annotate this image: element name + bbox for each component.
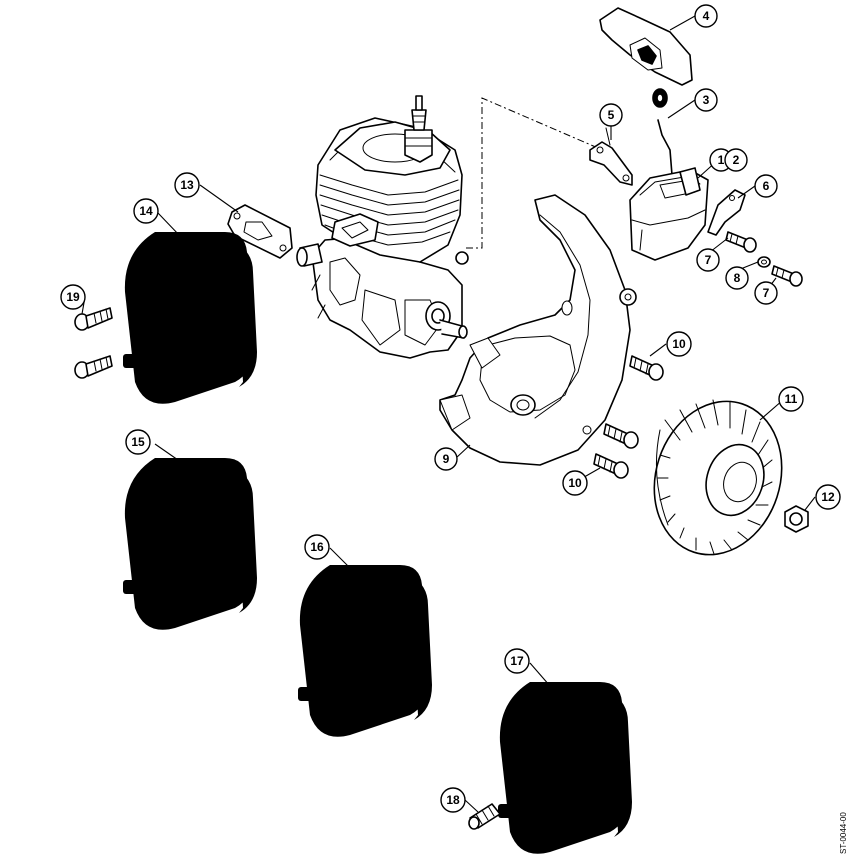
callout-12[interactable]: 12 (815, 484, 841, 510)
callout-19[interactable]: 19 (60, 284, 86, 310)
screw-10c[interactable] (593, 453, 629, 479)
svg-text:14: 14 (139, 204, 153, 218)
callout-10a[interactable]: 10 (666, 331, 692, 357)
svg-text:19: 19 (66, 290, 80, 304)
cover-plate[interactable] (599, 7, 693, 86)
callout-4[interactable]: 4 (694, 4, 718, 28)
screw-7a[interactable] (725, 231, 757, 253)
gasket[interactable] (227, 204, 293, 259)
muffler-16[interactable] (298, 565, 432, 737)
short-circuit-contact[interactable] (707, 189, 746, 236)
svg-text:4: 4 (703, 9, 710, 23)
svg-text:7: 7 (705, 253, 712, 267)
callout-15[interactable]: 15 (125, 429, 151, 455)
svg-text:13: 13 (180, 178, 194, 192)
svg-text:16: 16 (310, 540, 324, 554)
svg-text:10: 10 (672, 337, 686, 351)
svg-text:6: 6 (763, 179, 770, 193)
callout-7a[interactable]: 7 (696, 248, 720, 272)
callout-18[interactable]: 18 (440, 787, 466, 813)
svg-text:3: 3 (703, 93, 710, 107)
svg-text:7: 7 (763, 286, 770, 300)
screw-19b[interactable] (74, 355, 113, 379)
callout-14[interactable]: 14 (133, 198, 159, 224)
callout-6[interactable]: 6 (754, 174, 778, 198)
callout-10b[interactable]: 10 (562, 470, 588, 496)
bracket[interactable] (589, 127, 633, 186)
screw-19a[interactable] (74, 307, 113, 331)
nut[interactable] (784, 505, 809, 533)
callout-17[interactable]: 17 (504, 648, 530, 674)
muffler-14[interactable] (123, 232, 257, 404)
callout-9[interactable]: 9 (434, 447, 458, 471)
svg-text:9: 9 (443, 452, 450, 466)
spring[interactable] (652, 88, 673, 176)
callout-3[interactable]: 3 (694, 88, 718, 112)
callout-2[interactable]: 2 (724, 148, 748, 172)
callout-5[interactable]: 5 (599, 103, 623, 127)
ignition-module[interactable] (629, 167, 709, 261)
callout-16[interactable]: 16 (304, 534, 330, 560)
assembly-line (466, 97, 599, 249)
muffler-15[interactable] (123, 458, 257, 630)
muffler-17[interactable] (498, 682, 632, 854)
svg-text:18: 18 (446, 793, 460, 807)
screw-10a[interactable] (629, 355, 664, 381)
svg-text:2: 2 (733, 153, 740, 167)
callout-13[interactable]: 13 (174, 172, 200, 198)
svg-text:12: 12 (821, 490, 835, 504)
washer[interactable] (757, 256, 771, 268)
callout-7b[interactable]: 7 (754, 281, 778, 305)
engine-cylinder[interactable] (296, 95, 469, 359)
svg-text:10: 10 (568, 476, 582, 490)
svg-text:8: 8 (734, 271, 741, 285)
svg-text:5: 5 (608, 108, 615, 122)
drawing-code: ST-0044-00 (839, 812, 848, 854)
callout-8[interactable]: 8 (725, 266, 749, 290)
screw-7b[interactable] (771, 265, 803, 287)
svg-text:11: 11 (785, 392, 798, 406)
svg-text:15: 15 (131, 435, 145, 449)
screw-10b[interactable] (603, 423, 639, 449)
stud[interactable] (468, 803, 501, 830)
svg-text:17: 17 (510, 654, 524, 668)
fan-housing[interactable] (439, 194, 637, 466)
callout-11[interactable]: 11 (778, 386, 804, 412)
svg-text:1: 1 (718, 153, 725, 167)
flywheel[interactable] (635, 385, 801, 572)
